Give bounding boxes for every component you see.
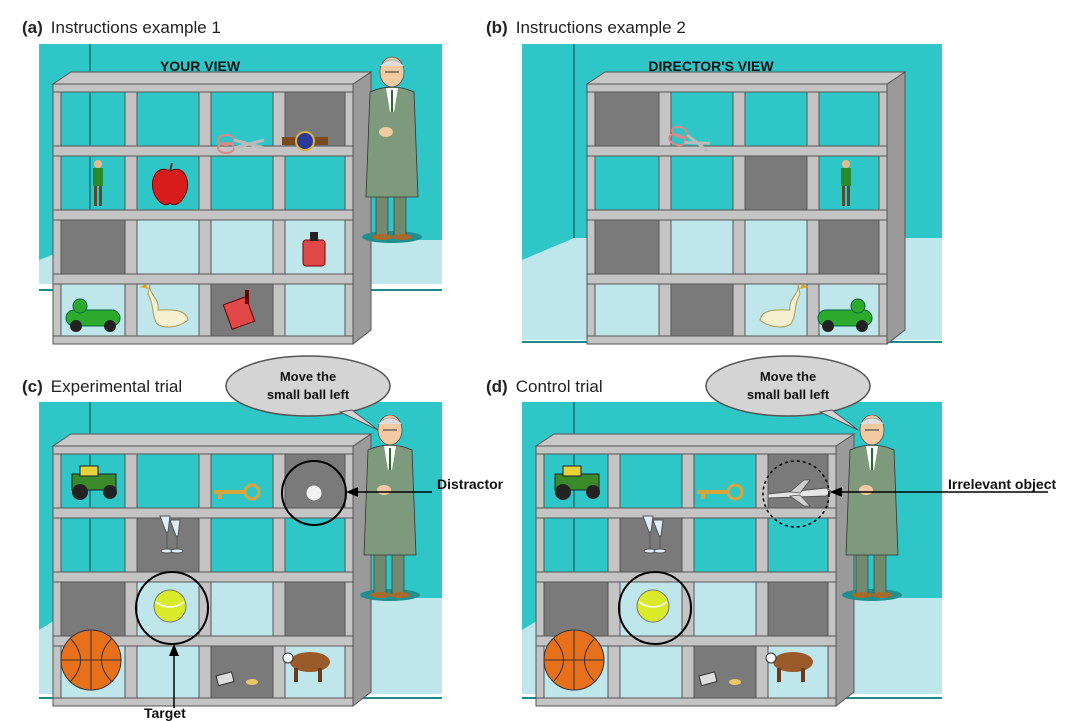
perfume-bottle-icon xyxy=(302,232,326,267)
panel-d-letter: (d) xyxy=(486,377,508,396)
tractor-icon xyxy=(554,465,600,500)
panel-b-label: (b) Instructions example 2 xyxy=(486,18,686,38)
panel-d-title: Control trial xyxy=(515,377,603,396)
irrelevant-object-label: Irrelevant object xyxy=(948,476,1057,492)
panel-a-scene: YOUR VIEW xyxy=(39,44,442,345)
watch-icon xyxy=(282,131,328,151)
panel-a-letter: (a) xyxy=(22,18,43,37)
soldier-figure-icon xyxy=(841,160,851,206)
cow-icon xyxy=(765,652,813,682)
airplane-icon xyxy=(762,460,833,528)
distractor-label: Distractor xyxy=(437,476,504,492)
target-arrow xyxy=(169,644,179,708)
basketball-icon xyxy=(60,629,122,691)
panel-d-scene xyxy=(522,402,942,707)
panel-b-title: Instructions example 2 xyxy=(515,18,686,37)
soldier-figure-icon xyxy=(93,160,103,206)
bubble-c-line-1: Move the xyxy=(280,369,336,384)
panel-c-title: Experimental trial xyxy=(50,377,183,396)
tractor-icon xyxy=(71,465,117,500)
panel-d-label: (d) Control trial xyxy=(486,377,603,397)
key-icon xyxy=(214,483,261,501)
panel-b-letter: (b) xyxy=(486,18,508,37)
target-ball-icon xyxy=(618,571,692,645)
distractor-arrow xyxy=(346,487,432,497)
toy-car-icon xyxy=(817,298,873,332)
panel-c-letter: (c) xyxy=(22,377,43,396)
panel-c-scene xyxy=(39,402,442,707)
speech-bubble-d: Move the small ball left xyxy=(705,355,871,431)
speech-bubble-c: Move the small ball left xyxy=(225,355,391,431)
small-objects-icon xyxy=(215,671,258,687)
toy-car-icon xyxy=(65,298,121,332)
distractor-ball-icon xyxy=(281,460,347,526)
scissors-icon xyxy=(217,134,265,154)
bubble-c-line-2: small ball left xyxy=(267,387,350,402)
cow-icon xyxy=(282,652,330,682)
small-objects-icon xyxy=(698,671,741,687)
basketball-icon xyxy=(543,629,605,691)
wine-glasses-icon xyxy=(642,515,667,554)
target-label: Target xyxy=(144,705,186,721)
key-icon xyxy=(697,483,744,501)
bubble-d-line-1: Move the xyxy=(760,369,816,384)
panel-b-view-header: DIRECTOR'S VIEW xyxy=(648,58,774,74)
panel-a-label: (a) Instructions example 1 xyxy=(22,18,221,38)
panel-b-scene: DIRECTOR'S VIEW xyxy=(522,44,942,345)
irrelevant-arrow xyxy=(830,487,1048,497)
panel-a-title: Instructions example 1 xyxy=(50,18,221,37)
mobile-phone-icon xyxy=(222,290,256,330)
wine-glasses-icon xyxy=(159,515,184,554)
scissors-icon xyxy=(668,125,710,152)
goose-icon xyxy=(759,283,808,328)
apple-icon xyxy=(152,162,188,206)
panel-c-label: (c) Experimental trial xyxy=(22,377,182,397)
panel-a-view-header: YOUR VIEW xyxy=(160,58,241,74)
goose-icon xyxy=(140,283,189,328)
bubble-d-line-2: small ball left xyxy=(747,387,830,402)
target-ball-icon xyxy=(135,571,209,645)
